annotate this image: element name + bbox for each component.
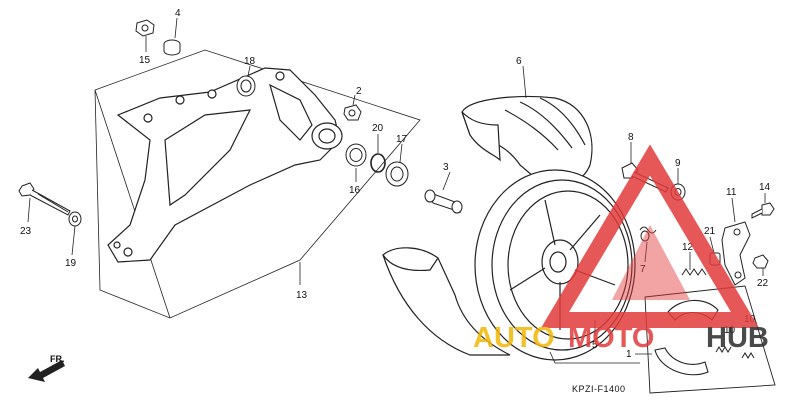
callout-5: 5 — [592, 340, 598, 351]
bearing-part-18 — [236, 75, 256, 97]
swingarm-part-13 — [107, 67, 343, 263]
bushing-part-2 — [343, 104, 362, 121]
callout-15: 15 — [139, 55, 151, 66]
callout-8: 8 — [628, 132, 634, 143]
circlip-part-20 — [370, 153, 386, 173]
front-direction-indicator: FR. — [28, 354, 65, 382]
front-label: FR. — [50, 354, 65, 364]
front-arrow-icon — [28, 360, 65, 382]
watermark-word-hub: HUB — [706, 322, 769, 354]
callout-19: 19 — [65, 258, 77, 269]
spring-part-10 — [715, 346, 755, 359]
callout-12: 12 — [682, 242, 694, 253]
callout-7: 7 — [640, 264, 646, 275]
brake-shoe-box — [644, 285, 776, 394]
callout-18: 18 — [244, 56, 256, 67]
inner-fender — [382, 247, 511, 356]
collar-part-4 — [163, 39, 181, 56]
callout-23: 23 — [20, 226, 32, 237]
callout-9: 9 — [675, 158, 681, 169]
callout-4: 4 — [175, 8, 181, 19]
watermark-triangle-logo — [540, 144, 760, 328]
bearing-part-16 — [345, 143, 367, 167]
callout-14: 14 — [759, 182, 771, 193]
watermark-word-moto: MOTO — [568, 322, 654, 354]
callout-2: 2 — [356, 86, 362, 97]
callout-1: 1 — [626, 349, 632, 360]
callout-13: 13 — [296, 290, 308, 301]
callout-22: 22 — [757, 278, 769, 289]
automotohub-watermark: AUTO MOTO HUB — [473, 144, 769, 354]
watermark-word-auto: AUTO — [473, 322, 555, 354]
spring-part-7 — [639, 226, 657, 242]
brake-arm-part-11 — [721, 221, 751, 286]
tire-part-6 — [461, 95, 593, 186]
drawing-code: KPZI-F1400 — [572, 384, 626, 394]
callout-17: 17 — [396, 134, 408, 145]
swingarm-group-outline — [94, 49, 421, 319]
callout-numbers: 1 2 3 4 5 6 7 8 9 10 10 11 12 13 14 15 1… — [20, 8, 771, 360]
callout-3: 3 — [443, 162, 449, 173]
callout-6: 6 — [516, 56, 522, 67]
callout-10b: 10 — [724, 325, 736, 336]
bolt-part-14 — [751, 202, 775, 219]
spring-part-12 — [681, 268, 707, 276]
washer-part-19 — [68, 211, 82, 227]
nut-part-22 — [752, 254, 769, 269]
bolt-part-23 — [18, 182, 71, 216]
nut-part-15 — [135, 19, 155, 37]
callout-21: 21 — [704, 226, 716, 237]
watermark-triangle-inner — [612, 225, 690, 300]
leader-lines — [27, 17, 766, 364]
collar-part-3 — [424, 189, 463, 214]
seal-part-17 — [385, 161, 409, 187]
callout-11: 11 — [726, 187, 737, 198]
callout-20: 20 — [372, 123, 384, 134]
callout-16: 16 — [349, 185, 361, 196]
